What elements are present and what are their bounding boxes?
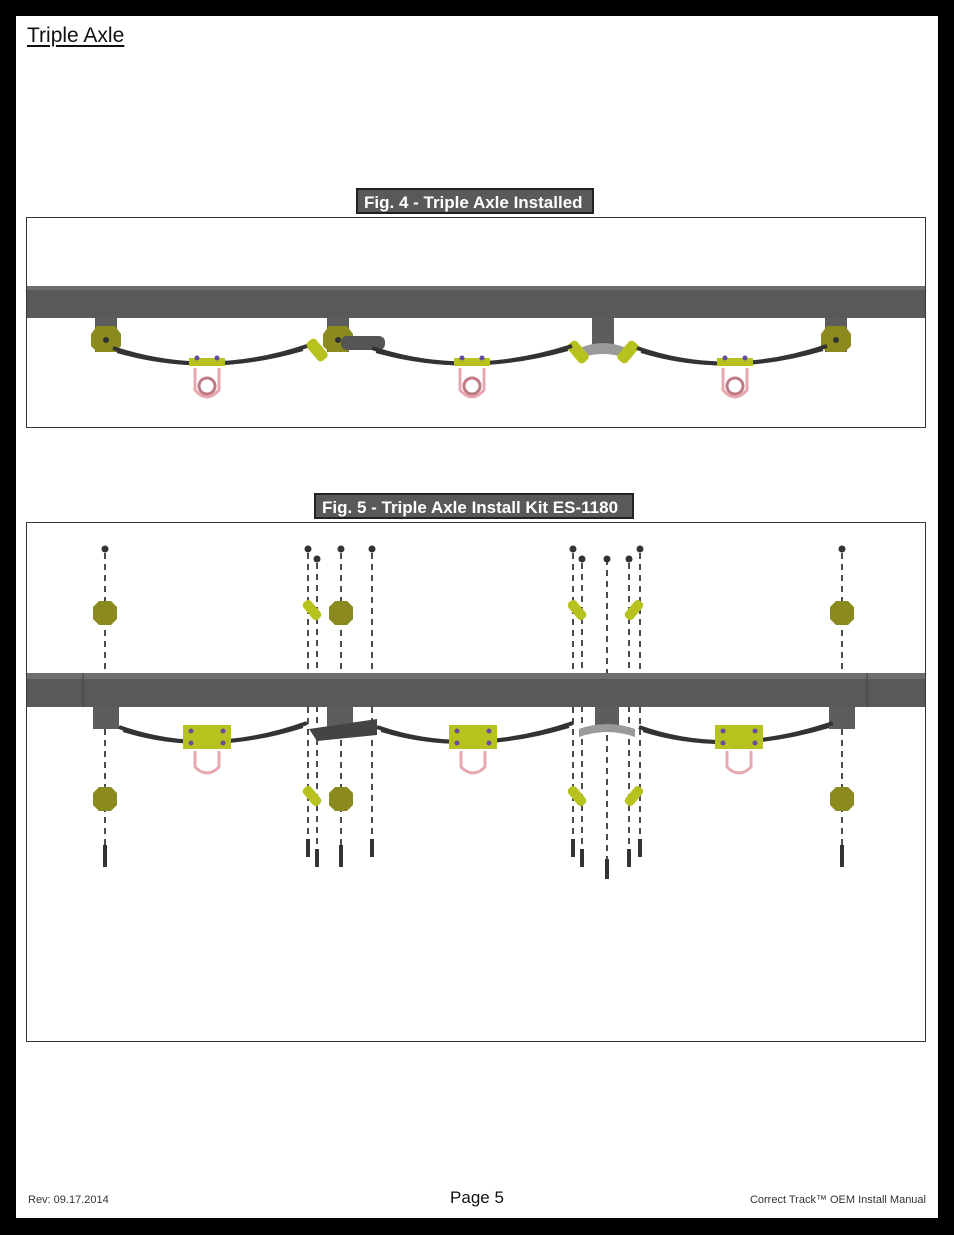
fig5-install-kit-exploded-drawing [27,545,925,879]
upper-plates [93,599,854,625]
fig4-triple-axle-installed-drawing [27,286,925,399]
equalizer-hanger-1 [306,318,385,362]
manual-title: Correct Track™ OEM Install Manual [749,1194,926,1206]
lower-plates [93,785,854,811]
equalizer-1 [309,719,377,741]
axle-2 [454,355,490,399]
bolts [103,839,844,879]
equalizer-2 [579,724,635,737]
front-hanger [91,318,121,352]
axle-3 [717,355,753,399]
fig5-label: Fig. 5 - Triple Axle Install Kit ES-1180 [314,493,634,519]
lock-nuts [101,545,846,563]
page-title: Triple Axle [27,24,125,47]
revision-date: Rev: 09.17.2014 [28,1194,109,1206]
fig4-label: Fig. 4 - Triple Axle Installed [356,188,594,214]
fig5-illustration [26,522,926,1042]
axle-seat-1 [183,725,231,775]
center-hanger [567,318,639,364]
fig4-illustration [26,217,926,428]
page-number: Page 5 [450,1188,504,1207]
axle-seat-3 [715,725,763,775]
axle-1 [189,355,225,399]
assembly-guide-lines [104,553,843,873]
axle-seat-2 [449,725,497,775]
manual-page: Triple Axle Fig. 4 - Triple Axle Install… [16,16,938,1218]
rear-hanger [821,318,851,352]
